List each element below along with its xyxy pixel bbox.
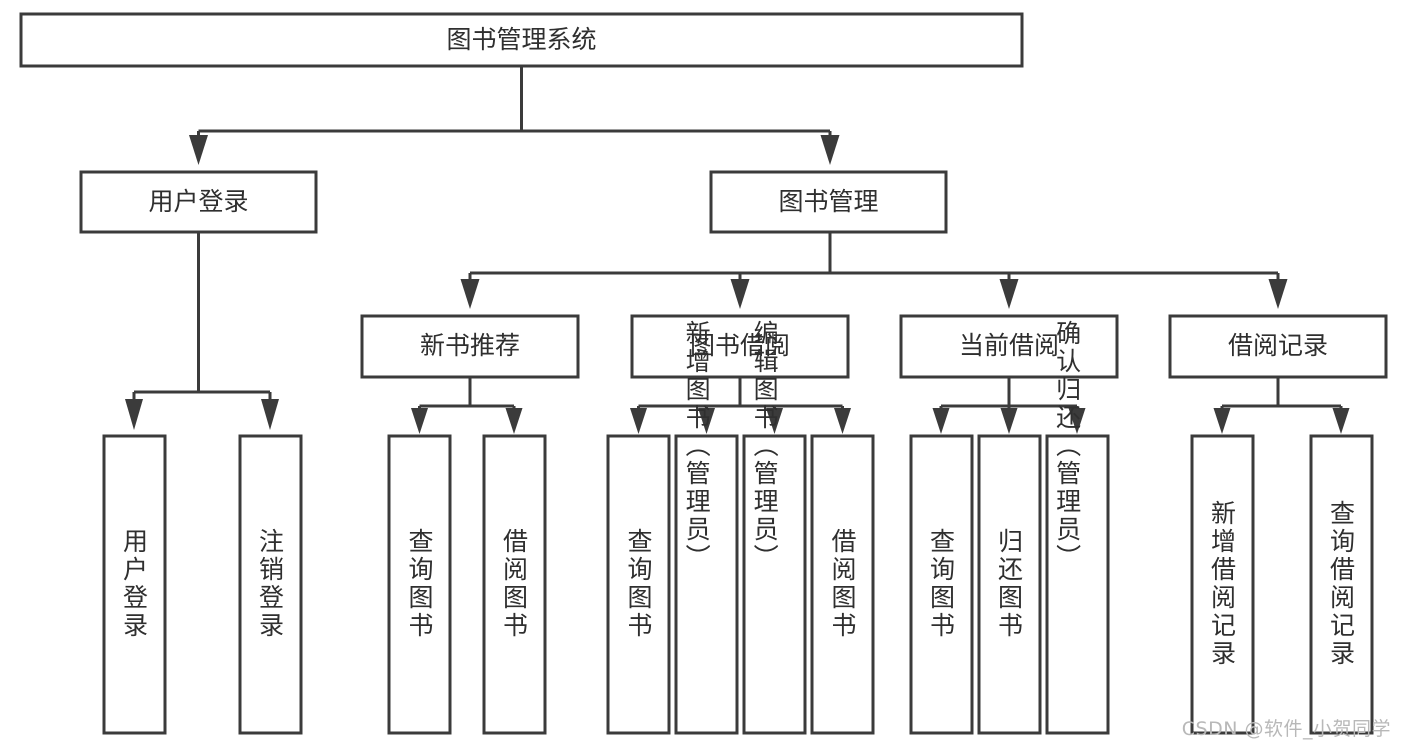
node-root[interactable]: 图书管理系统	[19, 12, 1024, 68]
node-leaf-label: 用户登录	[120, 528, 149, 640]
arrow-head-bb-leaf4	[834, 408, 851, 434]
arrow-head-current-borrow	[999, 279, 1019, 309]
node-book-borrow-label: 图书借阅	[690, 331, 790, 360]
node-leaf-box[interactable]	[977, 434, 1042, 735]
node-leaf-box[interactable]	[1309, 434, 1374, 735]
node-root-label: 图书管理系统	[446, 25, 596, 54]
node-leaf-borrow-record-2[interactable]: 查询借阅记录	[1309, 434, 1374, 735]
arrow-head-book-manage	[820, 135, 840, 165]
node-leaf-box[interactable]	[482, 434, 547, 735]
arrow-head-new-book	[460, 279, 480, 309]
node-user-login-label: 用户登录	[148, 187, 248, 216]
node-new-book-recommend[interactable]: 新书推荐	[360, 314, 580, 379]
node-book-manage-box[interactable]	[709, 170, 948, 234]
node-leaf-box[interactable]	[102, 434, 167, 735]
node-book-manage-label: 图书管理	[778, 187, 878, 216]
arrow-head-bb-leaf1	[630, 408, 647, 434]
node-leaf-label: 确认归还（管理员）	[1053, 320, 1082, 572]
node-leaf-label: 编辑图书（管理员）	[750, 320, 779, 572]
node-leaf-box[interactable]	[909, 434, 974, 735]
connector-group-current-borrow	[932, 377, 1086, 434]
node-leaf-book-borrow-2[interactable]: 新增图书（管理员）	[674, 320, 739, 735]
node-borrow-record-box[interactable]	[1168, 314, 1388, 379]
node-book-borrow-box[interactable]	[630, 314, 850, 379]
arrow-head-nb-leaf2	[505, 408, 523, 434]
node-leaf-book-borrow-1[interactable]: 查询图书	[606, 434, 671, 735]
node-leaf-box[interactable]	[742, 434, 807, 735]
node-leaf-current-borrow-2[interactable]: 归还图书	[977, 434, 1042, 735]
node-leaf-current-borrow-3[interactable]: 确认归还（管理员）	[1045, 320, 1110, 735]
arrow-head-bb-leaf3	[766, 408, 783, 434]
node-leaf-new-book-2[interactable]: 借阅图书	[482, 434, 547, 735]
node-current-borrow[interactable]: 当前借阅	[899, 314, 1119, 379]
arrow-head-borrow-record	[1268, 279, 1288, 309]
arrow-head-cb-leaf1	[932, 408, 950, 434]
connector-group-borrow-record	[1213, 377, 1350, 434]
node-new-book-recommend-label: 新书推荐	[420, 331, 520, 360]
node-leaf-new-book-1[interactable]: 查询图书	[387, 434, 452, 735]
arrow-head-ul-leaf2	[261, 399, 279, 430]
node-leaf-label: 注销登录	[256, 528, 285, 640]
node-leaf-label: 新增借阅记录	[1208, 500, 1237, 668]
node-leaf-label: 查询图书	[405, 528, 434, 640]
connector-group-root	[189, 66, 840, 165]
node-current-borrow-box[interactable]	[899, 314, 1119, 379]
connector-group-new-book	[411, 377, 523, 434]
node-book-manage[interactable]: 图书管理	[709, 170, 948, 234]
node-leaf-box[interactable]	[238, 434, 303, 735]
node-leaf-user-login-2[interactable]: 注销登录	[238, 434, 303, 735]
node-current-borrow-label: 当前借阅	[959, 331, 1059, 360]
node-leaf-label: 查询图书	[927, 528, 956, 640]
node-new-book-recommend-box[interactable]	[360, 314, 580, 379]
node-leaf-book-borrow-4[interactable]: 借阅图书	[810, 434, 875, 735]
node-leaf-label: 查询图书	[624, 528, 653, 640]
connector-group-user-login	[125, 232, 279, 430]
arrow-head-br-leaf1	[1213, 408, 1231, 434]
csdn-watermark: CSDN @软件_小贺同学	[1181, 718, 1391, 740]
node-leaf-box[interactable]	[674, 434, 739, 735]
arrow-head-book-borrow	[730, 279, 750, 309]
connector-group-book-manage	[460, 232, 1288, 309]
arrow-head-ul-leaf1	[125, 399, 143, 430]
node-user-login[interactable]: 用户登录	[79, 170, 318, 234]
connector-group-book-borrow	[630, 377, 851, 434]
node-leaf-label: 新增图书（管理员）	[682, 320, 711, 572]
node-borrow-record-label: 借阅记录	[1228, 331, 1328, 360]
node-leaf-box[interactable]	[1045, 434, 1110, 735]
node-leaf-box[interactable]	[1190, 434, 1255, 735]
node-leaf-user-login-1[interactable]: 用户登录	[102, 434, 167, 735]
node-leaf-box[interactable]	[387, 434, 452, 735]
node-leaf-borrow-record-1[interactable]: 新增借阅记录	[1190, 434, 1255, 735]
node-root-box[interactable]	[19, 12, 1024, 68]
node-leaf-label: 归还图书	[995, 528, 1024, 640]
node-borrow-record[interactable]: 借阅记录	[1168, 314, 1388, 379]
node-leaf-label: 查询借阅记录	[1327, 500, 1356, 668]
node-leaf-box[interactable]	[810, 434, 875, 735]
arrow-head-cb-leaf2	[1000, 408, 1018, 434]
arrow-head-br-leaf2	[1332, 408, 1350, 434]
node-user-login-box[interactable]	[79, 170, 318, 234]
node-leaf-current-borrow-1[interactable]: 查询图书	[909, 434, 974, 735]
arrow-head-bb-leaf2	[698, 408, 715, 434]
node-book-borrow[interactable]: 图书借阅	[630, 314, 850, 379]
arrow-head-nb-leaf1	[411, 408, 428, 434]
node-leaf-label: 借阅图书	[828, 528, 857, 640]
node-leaf-label: 借阅图书	[500, 528, 529, 640]
node-leaf-book-borrow-3[interactable]: 编辑图书（管理员）	[742, 320, 807, 735]
arrow-head-cb-leaf3	[1068, 408, 1086, 434]
arrow-head-user-login	[189, 135, 208, 165]
node-leaf-box[interactable]	[606, 434, 671, 735]
